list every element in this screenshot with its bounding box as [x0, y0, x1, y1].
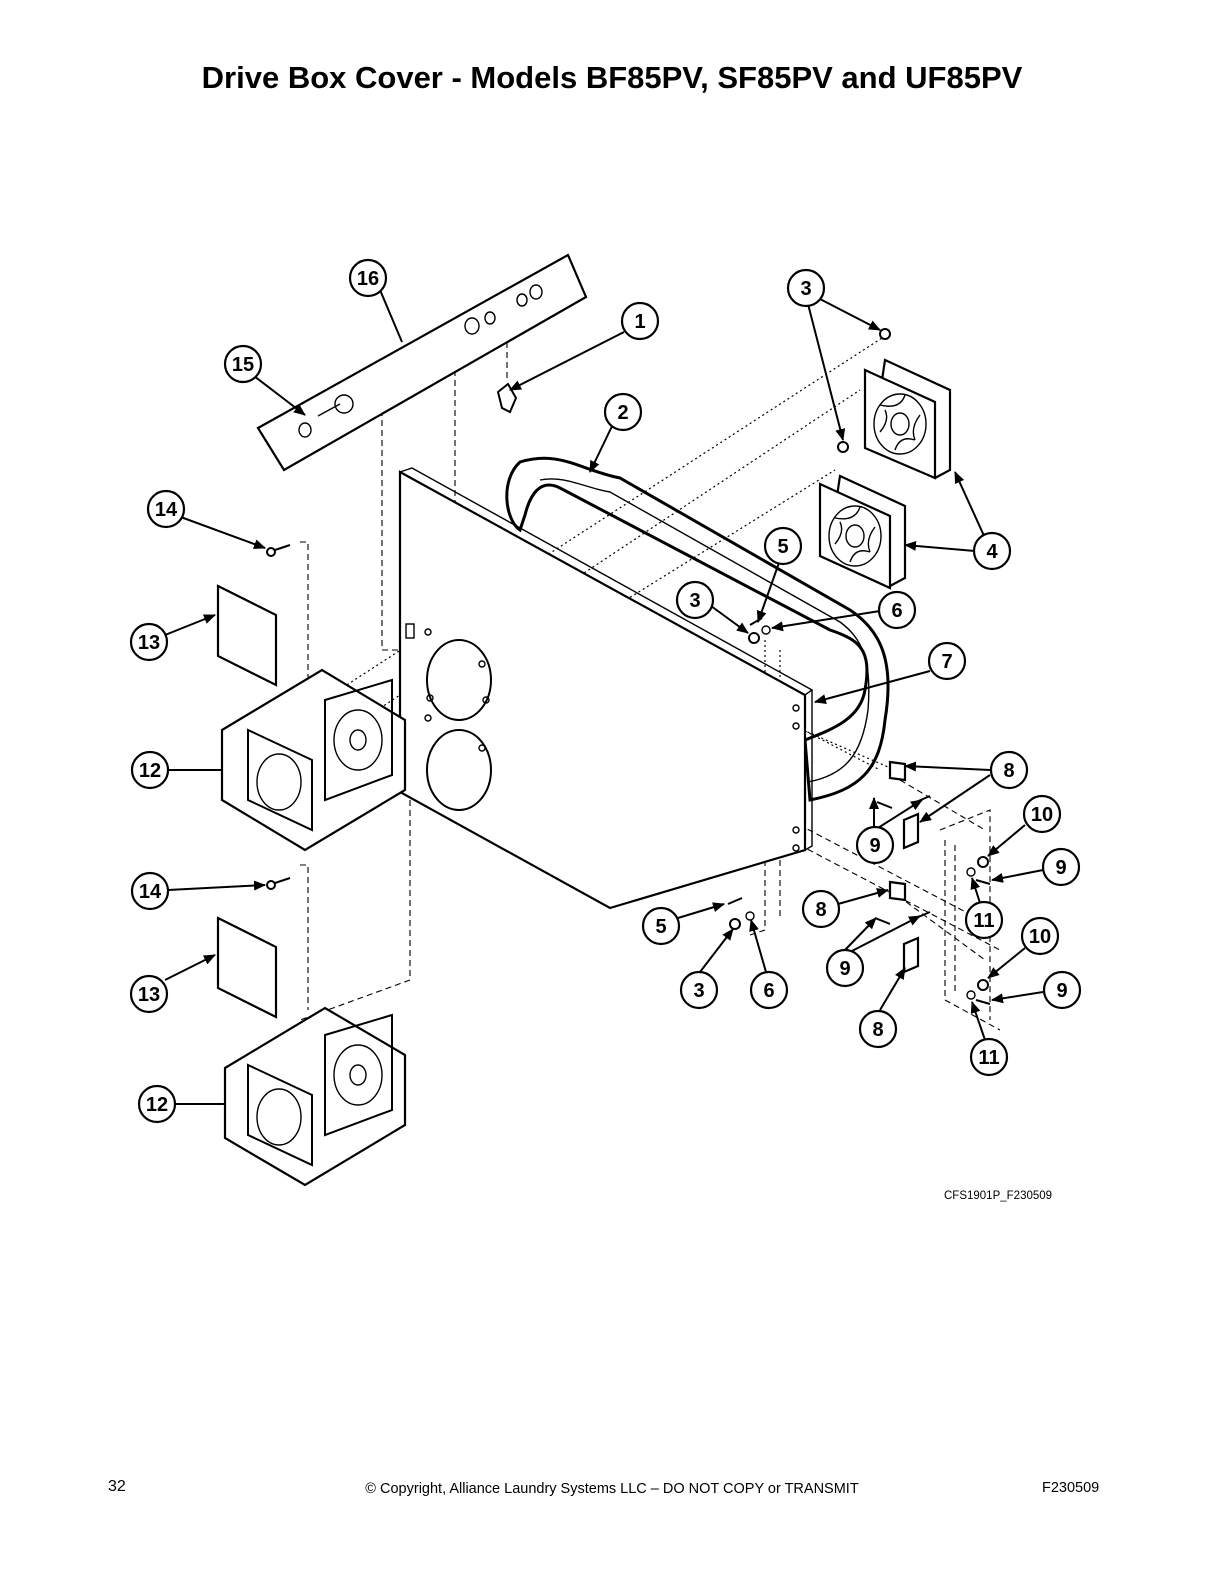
- callout-10-lower: 10: [1020, 916, 1060, 956]
- callout-7-label: 7: [941, 651, 952, 673]
- page-number: 32: [108, 1478, 126, 1495]
- callout-11-lower: 11: [969, 1037, 1009, 1077]
- callout-5-upper-label: 5: [777, 536, 788, 558]
- figure-id: CFS1901P_F230509: [944, 1190, 1053, 1202]
- callout-13-upper-label: 13: [138, 632, 160, 654]
- callout-3-lower: 3: [679, 970, 719, 1010]
- fan-upper: [863, 358, 952, 480]
- callout-14-lower: 14: [130, 871, 170, 911]
- callout-9-right-upper-label: 9: [1055, 857, 1066, 879]
- callout-2-label: 2: [617, 402, 628, 424]
- page-title: Drive Box Cover - Models BF85PV, SF85PV …: [201, 60, 1023, 95]
- callout-3-lower-label: 3: [693, 980, 704, 1002]
- callout-9-upper: 9: [855, 825, 895, 865]
- callout-9-upper-label: 9: [869, 835, 880, 857]
- callout-10-upper-label: 10: [1031, 804, 1053, 826]
- callout-3-upper: 3: [675, 580, 715, 620]
- fan-lower: [818, 474, 907, 590]
- callout-12-upper-label: 12: [139, 760, 161, 782]
- callout-8-right: 8: [989, 750, 1029, 790]
- callout-9-right-upper: 9: [1041, 847, 1081, 887]
- callout-14-upper-label: 14: [155, 499, 178, 521]
- callout-4: 4: [972, 531, 1012, 571]
- callout-8-right-label: 8: [1003, 760, 1014, 782]
- callout-15-label: 15: [232, 354, 254, 376]
- latch-parts: [888, 760, 920, 974]
- callout-5-lower-label: 5: [655, 916, 666, 938]
- fan-guard-assembly-lower: [223, 1006, 407, 1187]
- callout-6-lower: 6: [749, 970, 789, 1010]
- callout-1-label: 1: [634, 311, 645, 333]
- callout-13-lower-label: 13: [138, 984, 160, 1006]
- callout-6-upper: 6: [877, 590, 917, 630]
- callout-9-right-lower: 9: [1042, 970, 1082, 1010]
- callout-leaders: [164, 289, 1044, 1105]
- callout-13-upper: 13: [129, 622, 169, 662]
- document-code: F230509: [1042, 1480, 1100, 1496]
- callout-8-lower-label: 8: [872, 1019, 883, 1041]
- callout-8-middle: 8: [801, 889, 841, 929]
- callout-16: 16: [348, 258, 388, 298]
- callout-9-lower: 9: [825, 948, 865, 988]
- filter-pad-lower: [216, 916, 278, 1019]
- callout-10-lower-label: 10: [1029, 926, 1051, 948]
- callout-3-top: 3: [786, 268, 826, 308]
- callout-3-top-label: 3: [800, 278, 811, 300]
- callout-11-upper-label: 11: [973, 910, 994, 932]
- callout-9-lower-label: 9: [839, 958, 850, 980]
- callout-11-lower-label: 11: [978, 1047, 999, 1069]
- callout-1: 1: [620, 301, 660, 341]
- gasket: [505, 456, 890, 802]
- callout-3-upper-label: 3: [689, 590, 700, 612]
- callout-12-lower: 12: [137, 1084, 177, 1124]
- callout-12-upper: 12: [130, 750, 170, 790]
- callout-8-middle-label: 8: [815, 899, 826, 921]
- callout-14-lower-label: 14: [139, 881, 162, 903]
- callout-6-upper-label: 6: [891, 600, 902, 622]
- drive-box-cover-panel: [398, 467, 814, 910]
- callout-13-lower: 13: [129, 974, 169, 1014]
- callout-5-upper: 5: [763, 526, 803, 566]
- callout-8-lower: 8: [858, 1009, 898, 1049]
- callout-14-upper: 14: [146, 489, 186, 529]
- callout-15: 15: [223, 344, 263, 384]
- callout-9-right-lower-label: 9: [1056, 980, 1067, 1002]
- callout-5-lower: 5: [641, 906, 681, 946]
- callout-10-upper: 10: [1022, 794, 1062, 834]
- top-bracket: [256, 253, 588, 472]
- filter-pad-upper: [216, 584, 278, 687]
- callout-2: 2: [603, 392, 643, 432]
- fasteners: [266, 328, 991, 1005]
- callout-16-label: 16: [357, 268, 379, 290]
- copyright-notice: © Copyright, Alliance Laundry Systems LL…: [365, 1481, 859, 1497]
- callout-7: 7: [927, 641, 967, 681]
- callout-12-lower-label: 12: [146, 1094, 168, 1116]
- fan-guard-assembly-upper: [220, 668, 407, 852]
- tag-part: [496, 382, 518, 414]
- callout-11-upper: 11: [964, 900, 1004, 940]
- callout-6-lower-label: 6: [763, 980, 774, 1002]
- callout-4-label: 4: [986, 541, 998, 563]
